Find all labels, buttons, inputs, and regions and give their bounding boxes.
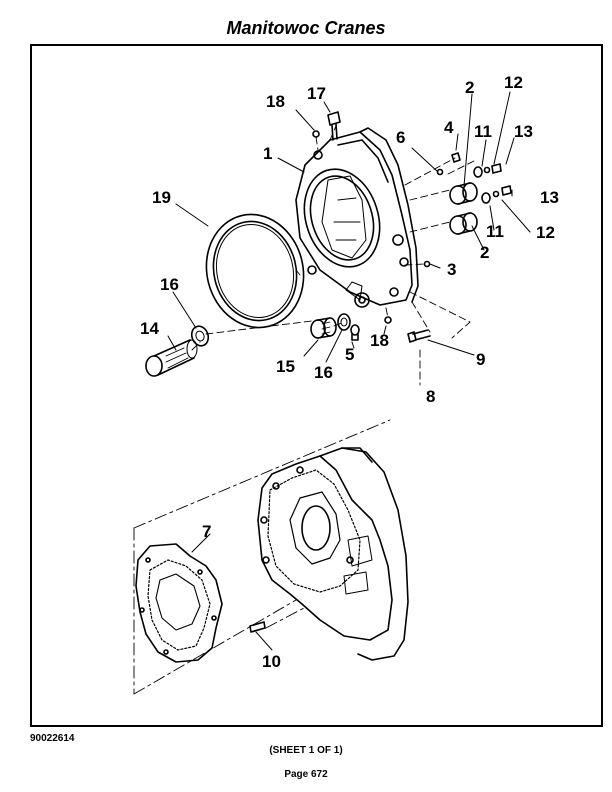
bolt-8: [407, 329, 431, 343]
page-header-title: Manitowoc Cranes: [226, 18, 386, 38]
pin-4: [451, 152, 461, 163]
fitting-15: [310, 317, 337, 339]
bolt-17: [327, 111, 341, 141]
page-number: Page 672: [284, 769, 328, 780]
callout-13-bottom: 13: [540, 188, 559, 207]
callout-16-right: 16: [314, 363, 333, 382]
screw-13-bottom: [501, 185, 512, 196]
bushing-2-lower: [449, 212, 478, 235]
plug-5: [350, 324, 360, 341]
callout-15: 15: [276, 357, 295, 376]
callout-9: 9: [476, 350, 485, 369]
callout-12-bottom: 12: [536, 223, 555, 242]
bushing-2-upper: [449, 182, 478, 205]
callout-14: 14: [140, 319, 159, 338]
nut-18-upper: [312, 130, 320, 138]
callout-1: 1: [263, 144, 272, 163]
document-id: 90022614: [30, 733, 75, 744]
rear-housing-part: [257, 447, 409, 661]
callout-7: 7: [202, 522, 211, 541]
sheet-indicator: (SHEET 1 OF 1): [269, 745, 343, 756]
front-housing-part: [295, 127, 419, 308]
callout-11-bottom: 11: [486, 222, 504, 241]
lockwasher-12-top: [483, 166, 491, 174]
dowel-10: [249, 621, 266, 633]
callout-11-top: 11: [474, 122, 492, 141]
gasket-7: [135, 543, 223, 663]
callout-18-bottom: 18: [370, 331, 389, 350]
callout-2-top: 2: [465, 78, 474, 97]
callout-16-left: 16: [160, 275, 179, 294]
filter-14: [145, 339, 198, 377]
lockwasher-12-bottom: [492, 190, 500, 198]
callout-10: 10: [262, 652, 281, 671]
washer-16-right: [337, 313, 351, 331]
callout-4: 4: [444, 118, 454, 137]
callout-12-top: 12: [504, 73, 523, 92]
callout-labels: 1 2 2 3 4 5 6 7 8 9 10 11 11 12 12 13 13…: [140, 73, 559, 671]
seal-ring-19: [205, 213, 305, 329]
washer-11-bottom: [481, 192, 491, 204]
screw-13-top: [491, 163, 502, 174]
callout-17: 17: [307, 84, 326, 103]
callout-19: 19: [152, 188, 171, 207]
washer-11-top: [473, 166, 483, 178]
callout-13-top: 13: [514, 122, 533, 141]
callout-2-bottom: 2: [480, 243, 489, 262]
nut-18-lower: [384, 316, 392, 324]
callout-5: 5: [345, 345, 354, 364]
diagram-frame: [30, 44, 603, 727]
callout-3: 3: [447, 260, 456, 279]
callout-18-top: 18: [266, 92, 285, 111]
washer-16-left: [190, 325, 210, 347]
pin-3: [423, 260, 431, 268]
callout-6: 6: [396, 128, 405, 147]
callout-8: 8: [426, 387, 435, 406]
